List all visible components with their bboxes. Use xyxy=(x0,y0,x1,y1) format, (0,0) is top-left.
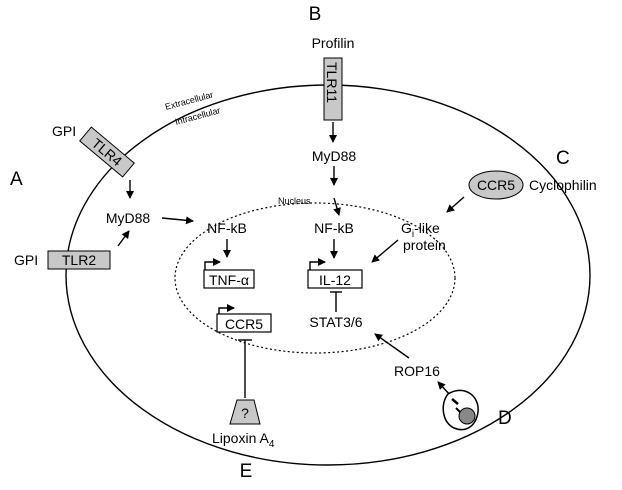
tlr4-receptor: TLR4 xyxy=(79,126,135,178)
panel-label-e: E xyxy=(240,461,253,482)
ccr5-surface-receptor xyxy=(468,170,524,200)
arrow-rop16-to-stat xyxy=(374,333,410,359)
nfkb-left-label: NF-kB xyxy=(207,220,247,236)
tnf-alpha-label: TNF-α xyxy=(209,272,249,288)
arrow-into-nfkb-right xyxy=(333,197,341,216)
intracellular-label: Intracellular xyxy=(174,105,222,127)
arrow-gi-to-il12 xyxy=(371,239,399,263)
ccr5-gene xyxy=(216,313,272,333)
stat36-label: STAT3/6 xyxy=(309,314,362,330)
rop16-label: ROP16 xyxy=(394,363,440,379)
toxoplasma-parasite-icon xyxy=(442,389,479,431)
lipoxin-a4-label: Lipoxin A4 xyxy=(212,430,275,450)
tlr11-label: TLR11 xyxy=(324,62,340,103)
gpi-tlr2-label: GPI xyxy=(14,252,38,268)
tlr11-receptor xyxy=(323,57,343,121)
nfkb-right-label: NF-kB xyxy=(314,220,354,236)
il12-gene xyxy=(307,269,363,289)
arrow-myd88-to-nfkb-left xyxy=(161,216,194,225)
arrow-tlr2-to-myd88 xyxy=(117,230,130,247)
panel-label-c: C xyxy=(556,148,570,169)
tlr2-receptor xyxy=(47,250,111,270)
nucleus-boundary xyxy=(174,202,456,354)
unknown-receptor-label: ? xyxy=(241,405,249,421)
panel-label-a: A xyxy=(10,169,23,190)
tnf-alpha-gene xyxy=(203,269,255,289)
profilin-label: Profilin xyxy=(312,35,355,51)
myd88-right-label: MyD88 xyxy=(312,148,357,164)
tlr2-label: TLR2 xyxy=(62,252,96,268)
gpi-tlr4-label: GPI xyxy=(52,123,76,139)
il12-label: IL-12 xyxy=(319,272,351,288)
arrow-ccr5-to-gi xyxy=(446,196,465,213)
nucleus-label: Nucleus xyxy=(278,196,311,206)
gi-protein-label-line2: protein xyxy=(403,237,446,253)
gi-protein-label: Gi-like xyxy=(401,220,440,240)
ccr5-surface-label: CCR5 xyxy=(477,177,515,193)
unknown-receptor xyxy=(229,399,261,425)
ccr5-gene-label: CCR5 xyxy=(225,316,263,332)
panel-label-b: B xyxy=(309,4,322,25)
myd88-left-label: MyD88 xyxy=(106,210,151,226)
cyclophilin-label: Cyclophilin xyxy=(529,177,597,193)
panel-label-d: D xyxy=(498,408,512,429)
